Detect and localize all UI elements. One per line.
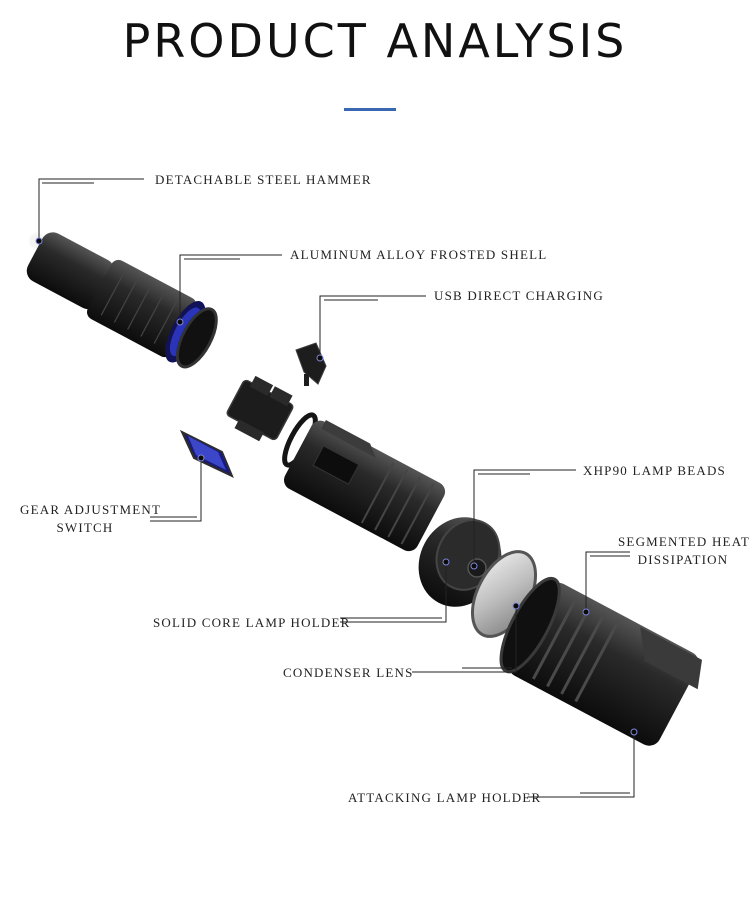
leader-usb <box>319 295 426 358</box>
label-gear-switch-line1: GEAR ADJUSTMENT <box>20 502 162 517</box>
leader-gear-switch <box>150 458 202 522</box>
tail-section <box>26 232 218 369</box>
leader-heat <box>585 551 630 612</box>
label-condenser-lens: CONDENSER LENS <box>283 665 414 680</box>
label-attacking-holder: ATTACKING LAMP HOLDER <box>348 790 542 805</box>
frosted-shell <box>87 259 197 358</box>
leader-aluminum-shell <box>179 254 282 322</box>
switch-module <box>226 375 294 442</box>
leader-solid-core <box>340 562 447 623</box>
lamp-bead <box>467 558 487 578</box>
label-solid-core: SOLID CORE LAMP HOLDER <box>153 615 351 630</box>
thread-ring <box>175 307 218 369</box>
label-usb-charging: USB DIRECT CHARGING <box>434 288 604 303</box>
leader-lines <box>38 178 635 798</box>
label-heat-line2: DISSIPATION <box>637 552 729 567</box>
label-gear-switch: GEAR ADJUSTMENT SWITCH <box>20 501 162 537</box>
gear-switch-part <box>179 429 234 479</box>
label-heat-line1: SEGMENTED HEAT <box>618 534 750 549</box>
label-gear-switch-line2: SWITCH <box>56 520 114 535</box>
tail-cap <box>26 232 115 310</box>
leader-attacking <box>528 732 635 798</box>
leader-lamp-beads <box>473 469 576 566</box>
main-body <box>283 420 446 552</box>
page-title: PRODUCT ANALYSIS <box>122 14 628 68</box>
title-underline <box>344 108 396 111</box>
label-aluminum-shell: ALUMINUM ALLOY FROSTED SHELL <box>290 247 548 262</box>
usb-part <box>295 342 327 386</box>
label-heat-dissipation: SEGMENTED HEAT DISSIPATION <box>618 533 750 569</box>
shell-knurling <box>100 270 179 344</box>
leader-condenser <box>412 606 517 673</box>
label-lamp-beads: XHP90 LAMP BEADS <box>583 463 726 478</box>
label-steel-hammer: DETACHABLE STEEL HAMMER <box>155 172 372 187</box>
leader-steel-hammer <box>38 178 144 241</box>
callout-dots <box>35 237 638 736</box>
